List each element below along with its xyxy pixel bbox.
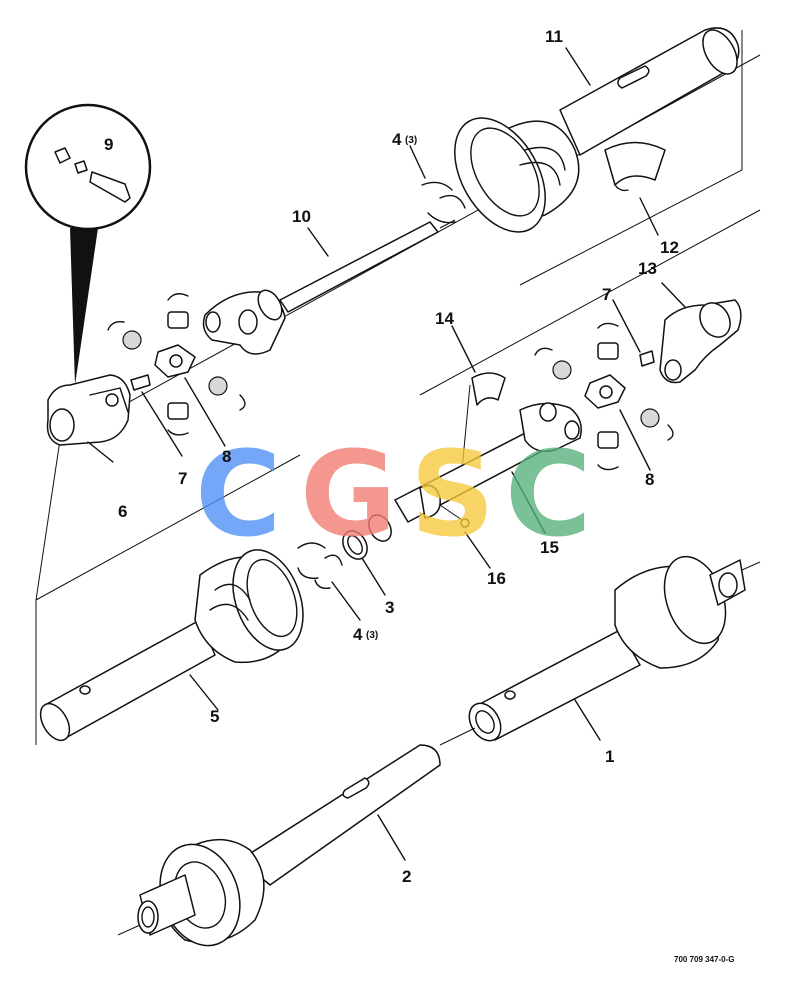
callout-2: 2 (402, 867, 411, 886)
callout-leaders (87, 47, 686, 861)
callout-14: 14 (435, 309, 454, 328)
callout-labels: 1 2 3 4 (3) 4 (3) 5 6 7 7 8 8 9 10 11 12… (104, 27, 679, 886)
inner-shaft-yoke-part-10 (202, 219, 456, 355)
callout-10: 10 (292, 207, 311, 226)
callout-16: 16 (487, 569, 506, 588)
watermark-letter-c2: C (505, 425, 592, 563)
zerk-fitting-detail-part-9 (24, 103, 152, 385)
callout-4-lower: 4 (353, 625, 363, 644)
figure-reference-number: 700 709 347-0-G (674, 955, 735, 964)
callout-4-lower-qty: (3) (366, 630, 378, 641)
retaining-rings-upper-part-4 (421, 181, 466, 224)
callout-7-right: 7 (602, 285, 611, 304)
inner-tube-yoke-part-15 (394, 402, 582, 528)
watermark-cgsc: C G S C (195, 425, 592, 563)
yoke-part-6 (46, 374, 131, 446)
callout-4-upper-qty: (3) (405, 135, 417, 146)
callout-3: 3 (385, 598, 394, 617)
watermark-letter-c1: C (195, 425, 282, 563)
callout-13: 13 (638, 259, 657, 278)
retaining-rings-lower-part-4 (297, 542, 343, 590)
callout-8-left: 8 (222, 447, 231, 466)
yoke-part-13 (639, 299, 742, 384)
callout-1: 1 (605, 747, 614, 766)
callout-12: 12 (660, 238, 679, 257)
callout-6: 6 (118, 502, 127, 521)
callout-11: 11 (545, 27, 563, 46)
watermark-letter-s: S (410, 425, 495, 563)
callout-4-upper: 4 (392, 130, 402, 149)
watermark-letter-g: G (300, 425, 397, 563)
callout-8-right: 8 (645, 470, 654, 489)
outer-shaft-part-1 (439, 555, 761, 746)
shield-part-14 (461, 372, 506, 471)
bearing-ring-part-3 (342, 514, 392, 560)
cross-bearing-kit-left (107, 293, 246, 436)
outer-tube-guard-part-11 (454, 27, 740, 233)
callout-7-left: 7 (178, 469, 187, 488)
inner-shaft-part-2 (117, 744, 441, 947)
outer-tube-guard-part-5 (39, 549, 304, 742)
cross-bearing-kit-right (534, 322, 674, 471)
callout-15: 15 (540, 538, 559, 557)
callout-5: 5 (210, 707, 219, 726)
callout-9: 9 (104, 135, 113, 154)
shield-part-12 (604, 141, 666, 192)
